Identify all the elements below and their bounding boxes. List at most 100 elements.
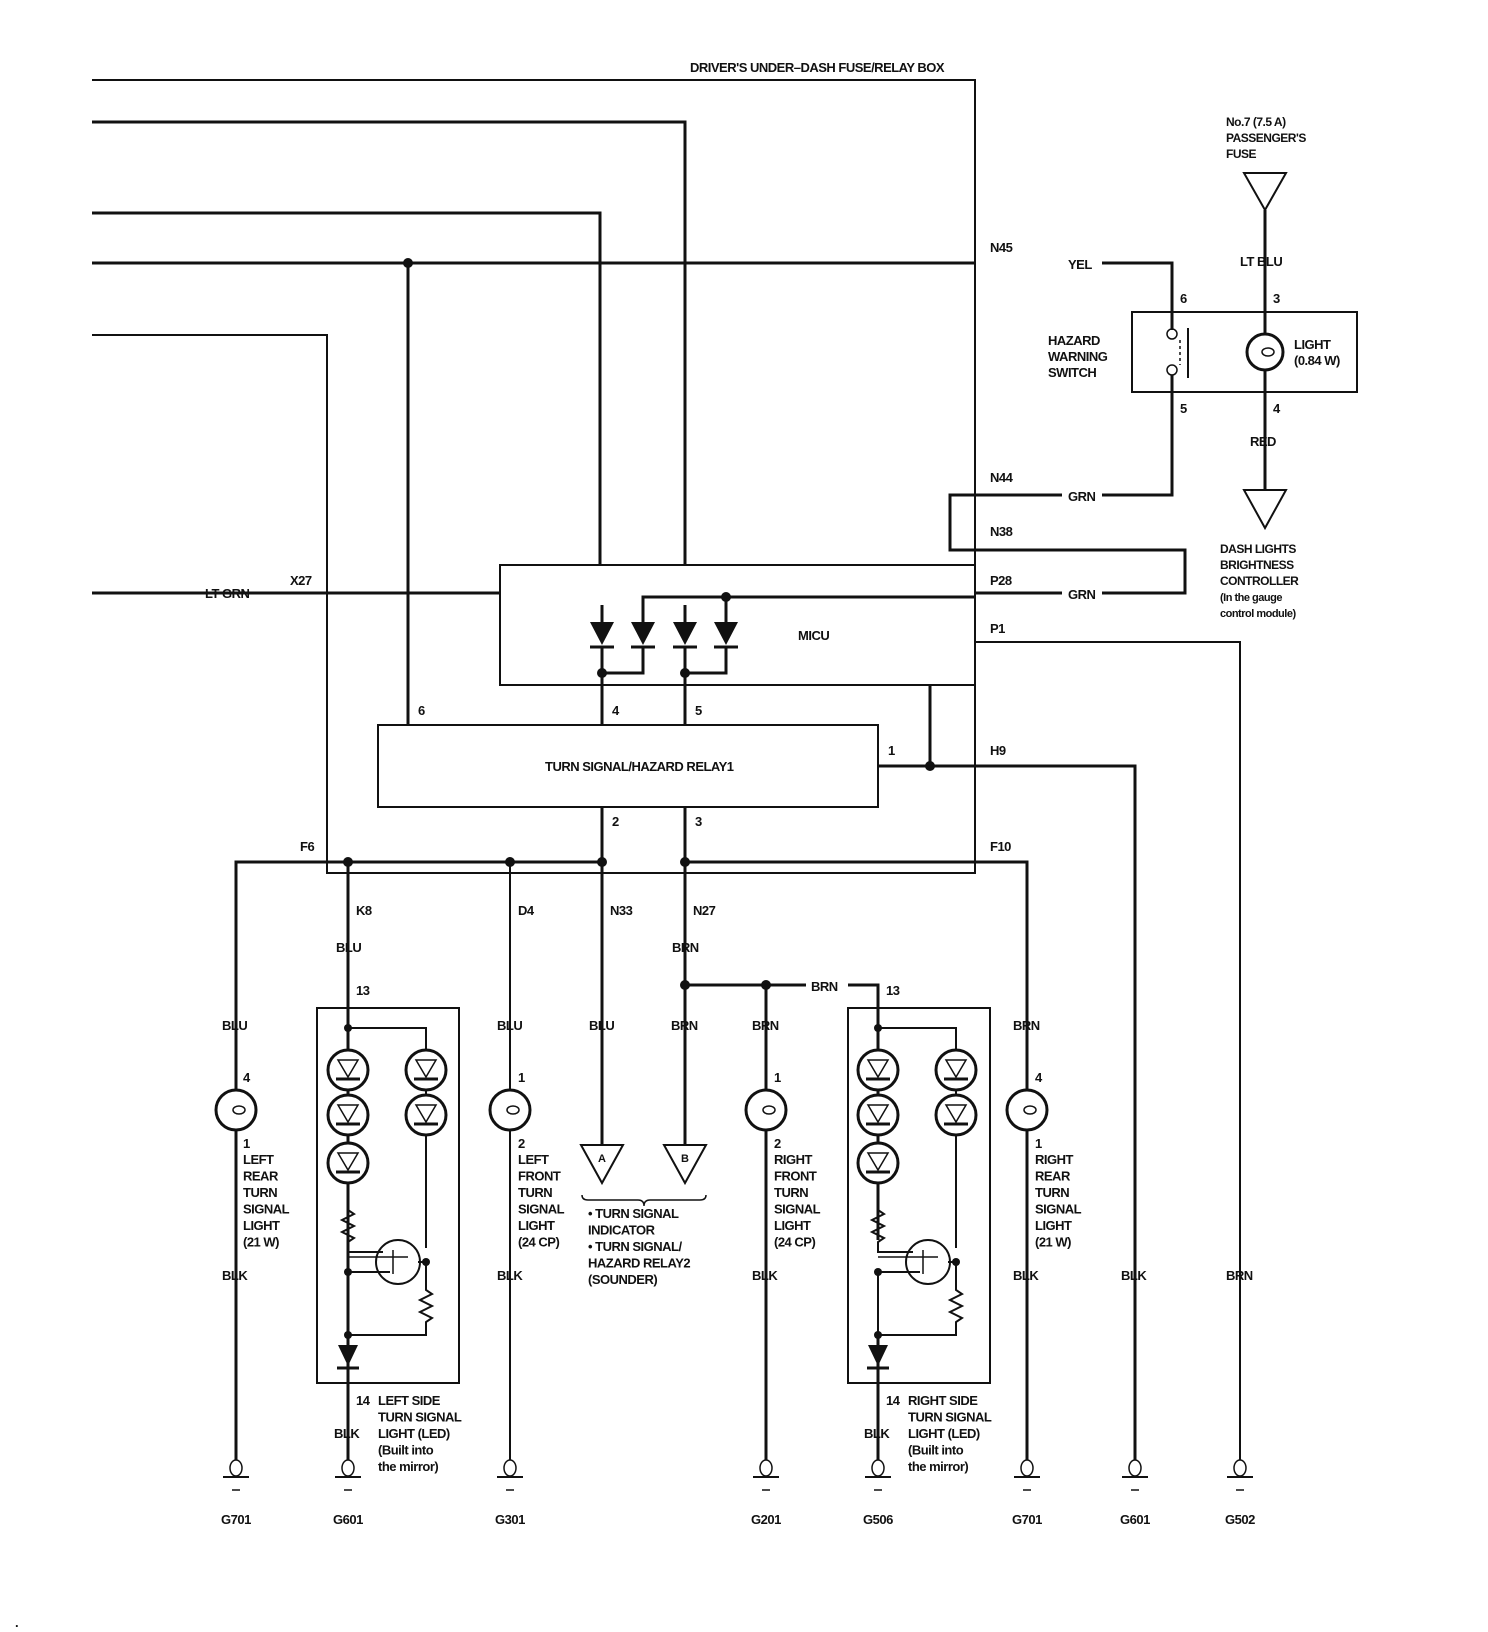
dash-controller-label-5: control module) <box>1220 608 1296 620</box>
ground-label: G506 <box>863 1512 893 1527</box>
connector-a-icon <box>579 1144 625 1186</box>
wire-blu-left-front: BLU <box>497 1018 522 1033</box>
terminal-d4: D4 <box>518 903 535 918</box>
wire-blk-left-front: BLK <box>497 1268 523 1283</box>
ground-icon: G201 <box>751 1459 782 1527</box>
right-front-bulb-icon: 1 2 <box>744 1070 788 1151</box>
connector-b-label: B <box>681 1153 689 1165</box>
wire-color-labels: BLU BLU BLU BRN BRN BRN BLK BLK BLK BLK … <box>222 1018 1253 1441</box>
right-rear-bulb-icon: 4 1 <box>1005 1070 1049 1151</box>
wire-lt-grn: LT GRN <box>205 586 250 601</box>
ground-icon: G502 <box>1225 1459 1256 1527</box>
left-front-light-label: LIGHT <box>518 1218 555 1233</box>
bulbs: 4 1 1 2 1 2 4 1 <box>214 1070 1049 1151</box>
left-rear-light-label: SIGNAL <box>243 1202 290 1217</box>
grn-wires: N44 GRN N38 P28 GRN P1 <box>948 470 1241 1460</box>
right-rear-light-label: LIGHT <box>1035 1218 1072 1233</box>
left-rear-light-label: REAR <box>243 1169 279 1184</box>
led-module-label: LIGHT (LED) <box>908 1426 980 1441</box>
terminal-n38: N38 <box>990 524 1013 539</box>
lr-terminal-4: 4 <box>243 1070 251 1085</box>
led-module-label: (Built into <box>378 1443 434 1458</box>
relay-terminal-2: 2 <box>612 814 619 829</box>
fuse-relay-box: DRIVER'S UNDER–DASH FUSE/RELAY BOX <box>92 60 976 874</box>
terminal-p1: P1 <box>990 621 1005 636</box>
led-icon <box>856 1048 900 1092</box>
dash-controller-label-4: (In the gauge <box>1220 592 1282 604</box>
left-front-light-label: FRONT <box>518 1169 561 1184</box>
dash-controller-connector-icon <box>1242 489 1288 531</box>
ground-icon: G701 <box>221 1459 252 1527</box>
rf-terminal-2: 2 <box>774 1136 781 1151</box>
right-front-light-label: TURN <box>774 1185 808 1200</box>
wire-blk-g601: BLK <box>1121 1268 1147 1283</box>
wire-blk-left-rear: BLK <box>222 1268 248 1283</box>
ground-label: G301 <box>495 1512 525 1527</box>
right-front-light-label: SIGNAL <box>774 1202 821 1217</box>
fuse-label: No.7 (7.5 A) <box>1226 115 1286 129</box>
terminal-f10: F10 <box>990 839 1011 854</box>
wire-brn-branch: BRN <box>811 979 838 994</box>
wire-grn-2: GRN <box>1068 587 1096 602</box>
wire-brn-right-rear: BRN <box>1013 1018 1040 1033</box>
wire-grn-1: GRN <box>1068 489 1096 504</box>
left-front-light-label: LEFT <box>518 1152 549 1167</box>
led-icon <box>326 1141 370 1185</box>
terminal-h9: H9 <box>990 743 1006 758</box>
switch-terminal-4: 4 <box>1273 401 1281 416</box>
transistor-icon <box>905 1239 951 1285</box>
left-front-light-label: SIGNAL <box>518 1202 565 1217</box>
wire-blu-k8: BLU <box>336 940 361 955</box>
relay-terminal-3: 3 <box>695 814 702 829</box>
relay-terminal-1: 1 <box>888 743 895 758</box>
hazard-switch-label-2: WARNING <box>1048 349 1108 364</box>
ground-icon: G506 <box>863 1459 894 1527</box>
ground-label: G701 <box>221 1512 251 1527</box>
led-module-box <box>847 1007 991 1384</box>
led-icon <box>404 1048 448 1092</box>
connector-note-label: INDICATOR <box>588 1223 656 1238</box>
right-front-light-label: RIGHT <box>774 1152 813 1167</box>
led-module-box <box>316 1007 460 1384</box>
led-module-label: TURN SIGNAL <box>378 1410 462 1425</box>
terminal-n45: N45 <box>990 240 1013 255</box>
led-terminal-14: 14 <box>356 1393 371 1408</box>
terminal-n44: N44 <box>990 470 1014 485</box>
right-rear-light-label: RIGHT <box>1035 1152 1074 1167</box>
left-rear-light-label: LIGHT <box>243 1218 280 1233</box>
ground-label: G502 <box>1225 1512 1255 1527</box>
lf-terminal-1: 1 <box>518 1070 525 1085</box>
wire-lt-blu: LT BLU <box>1240 254 1282 269</box>
ground-label: G601 <box>333 1512 363 1527</box>
micu-module: MICU <box>499 564 976 725</box>
wire-yel: YEL <box>1068 257 1092 272</box>
hazard-switch-area: N45 YEL 6 5 HAZARD WARNING SWITCH No.7 (… <box>990 115 1358 620</box>
left-front-light-label: TURN <box>518 1185 552 1200</box>
switch-terminal-3: 3 <box>1273 291 1280 306</box>
connector-b-icon <box>662 1144 708 1186</box>
micu-label: MICU <box>798 628 829 643</box>
connector-a-label: A <box>598 1153 606 1165</box>
resistor-icon <box>339 1183 383 1253</box>
transistor-icon <box>375 1239 421 1285</box>
ground-icon: G601 <box>1120 1459 1151 1527</box>
wire-brn-n27: BRN <box>672 940 699 955</box>
switch-light-rating: (0.84 W) <box>1294 353 1340 368</box>
wire-blu-connector-a: BLU <box>589 1018 614 1033</box>
rf-terminal-1: 1 <box>774 1070 781 1085</box>
led-module-label: RIGHT SIDE <box>908 1393 978 1408</box>
wire-brn-g502: BRN <box>1226 1268 1253 1283</box>
ground-label: G201 <box>751 1512 781 1527</box>
connector-note-label: (SOUNDER) <box>588 1272 657 1287</box>
resistor-icon <box>869 1183 913 1253</box>
switch-terminal-5: 5 <box>1180 401 1187 416</box>
relay1-label: TURN SIGNAL/HAZARD RELAY1 <box>545 759 734 774</box>
led-terminal-13: 13 <box>356 983 370 998</box>
left-front-bulb-icon: 1 2 <box>488 1070 532 1151</box>
fuse-box-title: DRIVER'S UNDER–DASH FUSE/RELAY BOX <box>690 60 945 75</box>
led-terminal-14: 14 <box>886 1393 901 1408</box>
corner-mark: . <box>15 1615 18 1630</box>
